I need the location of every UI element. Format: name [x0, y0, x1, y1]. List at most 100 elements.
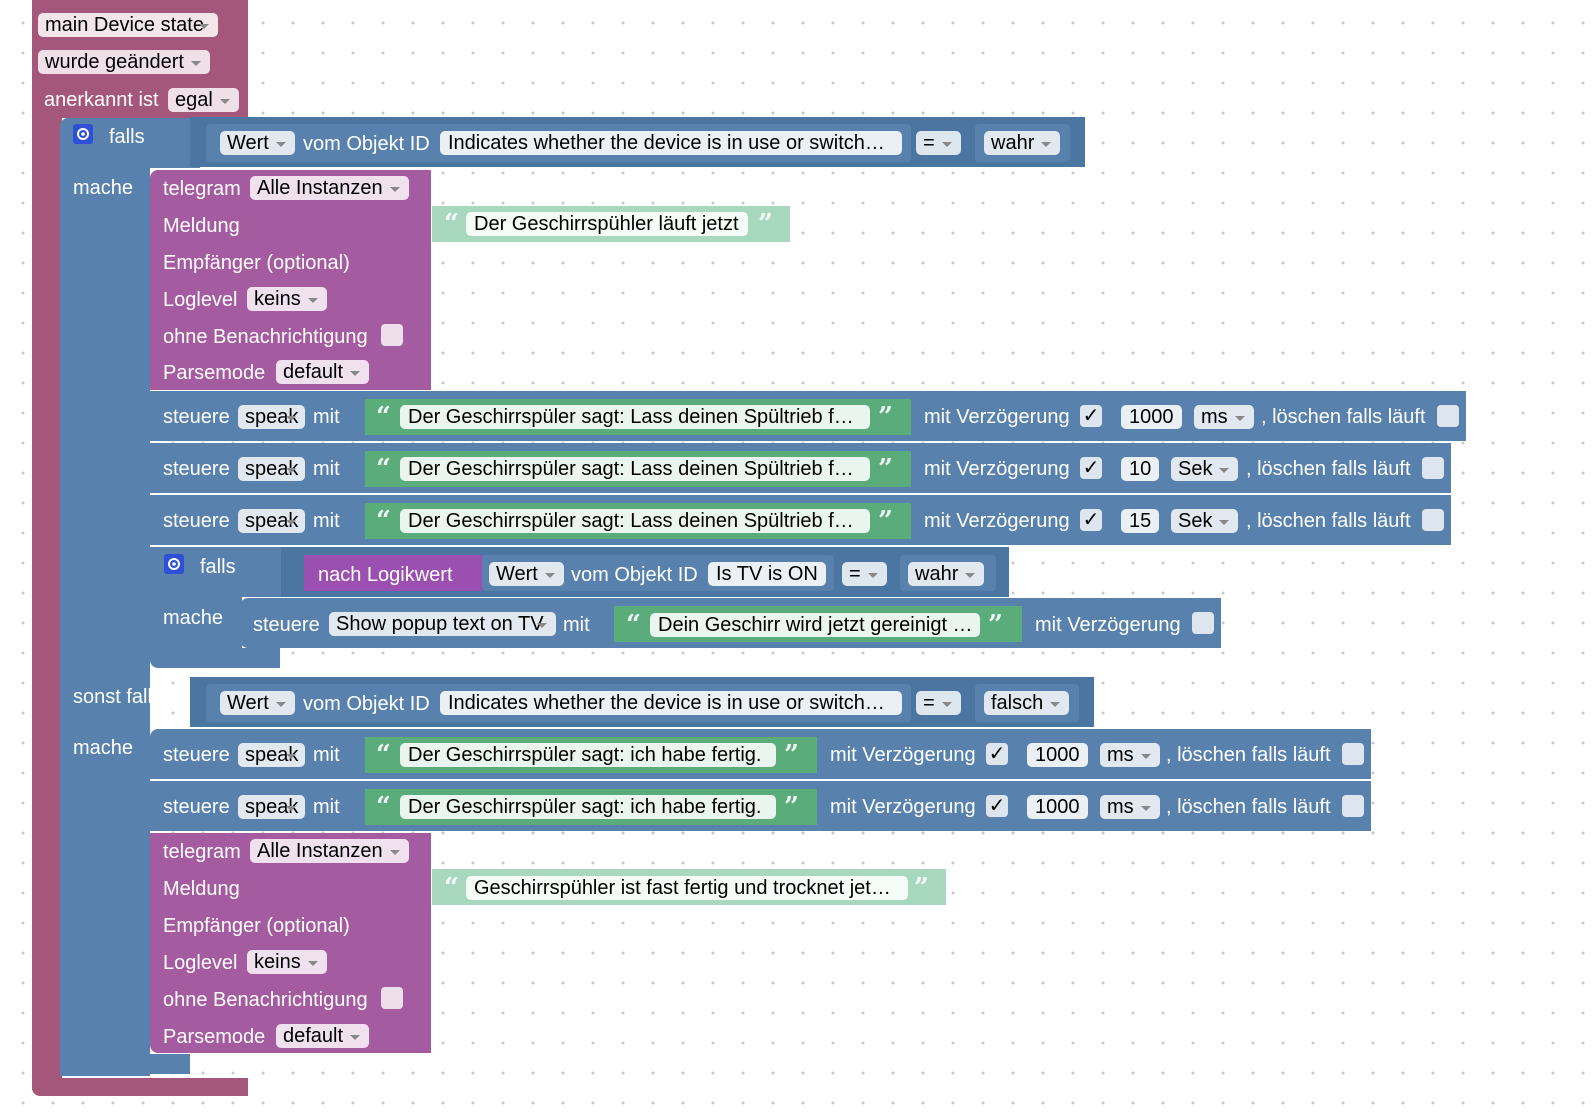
steuere-label: steuere — [253, 614, 320, 636]
mit-label: mit — [313, 458, 340, 480]
steuere-label: steuere — [163, 406, 230, 428]
speak-target[interactable]: speak — [238, 795, 306, 819]
bool-dropdown[interactable]: wahr — [984, 131, 1061, 155]
trigger-block-spine — [32, 110, 62, 1090]
sonst-falls-label: sonst falls — [73, 686, 162, 708]
delay-value-field[interactable]: 1000 — [1027, 795, 1088, 819]
delay-checkbox[interactable] — [1192, 612, 1214, 634]
parsemode-dropdown[interactable]: default — [276, 360, 370, 384]
object-id-field[interactable]: Is TV is ON — [708, 562, 826, 586]
close-quote-icon: ” — [784, 740, 799, 770]
clear-checkbox[interactable] — [1422, 509, 1444, 531]
delay-label: mit Verzögerung — [830, 744, 976, 766]
meldung-field[interactable]: Der Geschirrspühler läuft jetzt — [466, 212, 748, 236]
telegram-label: telegram — [163, 841, 241, 863]
telegram-block-1[interactable] — [150, 170, 431, 390]
gear-icon[interactable] — [164, 554, 184, 574]
object-dropdown[interactable]: main Device state — [38, 13, 218, 37]
logic-block[interactable] — [304, 555, 482, 591]
instance-dropdown[interactable]: Alle Instanzen — [250, 176, 409, 200]
object-id-field[interactable]: Indicates whether the device is in use o… — [440, 131, 902, 155]
wert-dropdown[interactable]: Wert — [220, 131, 295, 155]
delay-value-field[interactable]: 1000 — [1027, 743, 1088, 767]
meldung-label: Meldung — [163, 878, 240, 900]
operator-dropdown[interactable]: = — [842, 562, 887, 586]
open-quote-icon: “ — [376, 454, 391, 484]
object-id-field[interactable]: Indicates whether the device is in use o… — [440, 691, 902, 715]
bool-dropdown[interactable]: wahr — [908, 562, 985, 586]
ohne-benachrichtigung-checkbox[interactable] — [381, 324, 403, 346]
delay-unit-dropdown[interactable]: Sek — [1171, 457, 1239, 481]
popup-text-field[interactable]: Dein Geschirr wird jetzt gereinigt … — [650, 613, 980, 637]
delay-unit-dropdown[interactable]: Sek — [1171, 509, 1239, 533]
bool-dropdown[interactable]: falsch — [984, 691, 1070, 715]
steuere-label: steuere — [163, 744, 230, 766]
clear-checkbox[interactable] — [1342, 795, 1364, 817]
parsemode-dropdown[interactable]: default — [276, 1024, 370, 1048]
delay-label: mit Verzögerung — [1035, 614, 1181, 636]
speak-text-field[interactable]: Der Geschirrspüler sagt: Lass deinen Spü… — [400, 457, 870, 481]
telegram-block-2[interactable] — [150, 833, 431, 1053]
popup-target[interactable]: Show popup text on TV — [329, 612, 556, 636]
clear-label: , löschen falls läuft — [1261, 406, 1426, 428]
ack-dropdown[interactable]: egal — [168, 88, 239, 112]
delay-label: mit Verzögerung — [830, 796, 976, 818]
speak-text-field[interactable]: Der Geschirrspüler sagt: Lass deinen Spü… — [400, 509, 870, 533]
close-quote-icon: ” — [878, 506, 893, 536]
delay-label: mit Verzögerung — [924, 510, 1070, 532]
mache-label: mache — [163, 607, 224, 629]
operator-dropdown[interactable]: = — [916, 691, 961, 715]
if-block-spine — [60, 160, 150, 1076]
delay-label: mit Verzögerung — [924, 458, 1070, 480]
empfaenger-label: Empfänger (optional) — [163, 252, 350, 274]
speak-target[interactable]: speak — [238, 509, 306, 533]
nested-if-bottom — [150, 648, 280, 668]
if-block-bottom — [60, 1054, 190, 1074]
open-quote-icon: “ — [444, 209, 459, 239]
vom-objekt-label: vom Objekt ID — [303, 693, 430, 715]
delay-unit-dropdown[interactable]: ms — [1194, 405, 1254, 429]
clear-checkbox[interactable] — [1342, 743, 1364, 765]
wert-dropdown[interactable]: Wert — [489, 562, 564, 586]
loglevel-label: Loglevel — [163, 289, 238, 311]
delay-unit-dropdown[interactable]: ms — [1100, 795, 1160, 819]
delay-checkbox[interactable]: ✓ — [986, 743, 1008, 765]
steuere-label: steuere — [163, 458, 230, 480]
mache-label: mache — [73, 177, 134, 199]
operator-dropdown[interactable]: = — [916, 131, 961, 155]
delay-checkbox[interactable]: ✓ — [1080, 457, 1102, 479]
empfaenger-label: Empfänger (optional) — [163, 915, 350, 937]
clear-checkbox[interactable] — [1437, 405, 1459, 427]
wert-dropdown[interactable]: Wert — [220, 691, 295, 715]
delay-checkbox[interactable]: ✓ — [1080, 405, 1102, 427]
speak-text-field[interactable]: Der Geschirrspüler sagt: ich habe fertig… — [400, 743, 776, 767]
meldung-field[interactable]: Geschirrspühler ist fast fertig und troc… — [466, 876, 908, 900]
change-mode-dropdown[interactable]: wurde geändert — [38, 50, 210, 74]
loglevel-dropdown[interactable]: keins — [247, 950, 327, 974]
trigger-block-bottom — [32, 1078, 248, 1096]
nach-logikwert-label: nach Logikwert — [318, 564, 453, 586]
steuere-label: steuere — [163, 510, 230, 532]
speak-text-field[interactable]: Der Geschirrspüler sagt: ich habe fertig… — [400, 795, 776, 819]
speak-target[interactable]: speak — [238, 457, 306, 481]
delay-value-field[interactable]: 1000 — [1121, 405, 1182, 429]
close-quote-icon: ” — [758, 209, 773, 239]
vom-objekt-label: vom Objekt ID — [571, 564, 698, 586]
loglevel-dropdown[interactable]: keins — [247, 287, 327, 311]
speak-target[interactable]: speak — [238, 405, 306, 429]
speak-target[interactable]: speak — [238, 743, 306, 767]
delay-value-field[interactable]: 15 — [1121, 509, 1160, 533]
parsemode-label: Parsemode — [163, 1026, 266, 1048]
delay-checkbox[interactable]: ✓ — [986, 795, 1008, 817]
gear-icon[interactable] — [73, 124, 93, 144]
open-quote-icon: “ — [444, 873, 459, 903]
speak-text-field[interactable]: Der Geschirrspüler sagt: Lass deinen Spü… — [400, 405, 870, 429]
clear-checkbox[interactable] — [1422, 457, 1444, 479]
ack-label: anerkannt ist — [44, 89, 159, 111]
instance-dropdown[interactable]: Alle Instanzen — [250, 839, 409, 863]
mit-label: mit — [313, 510, 340, 532]
ohne-benachrichtigung-checkbox[interactable] — [381, 987, 403, 1009]
delay-checkbox[interactable]: ✓ — [1080, 509, 1102, 531]
delay-unit-dropdown[interactable]: ms — [1100, 743, 1160, 767]
delay-value-field[interactable]: 10 — [1121, 457, 1160, 481]
